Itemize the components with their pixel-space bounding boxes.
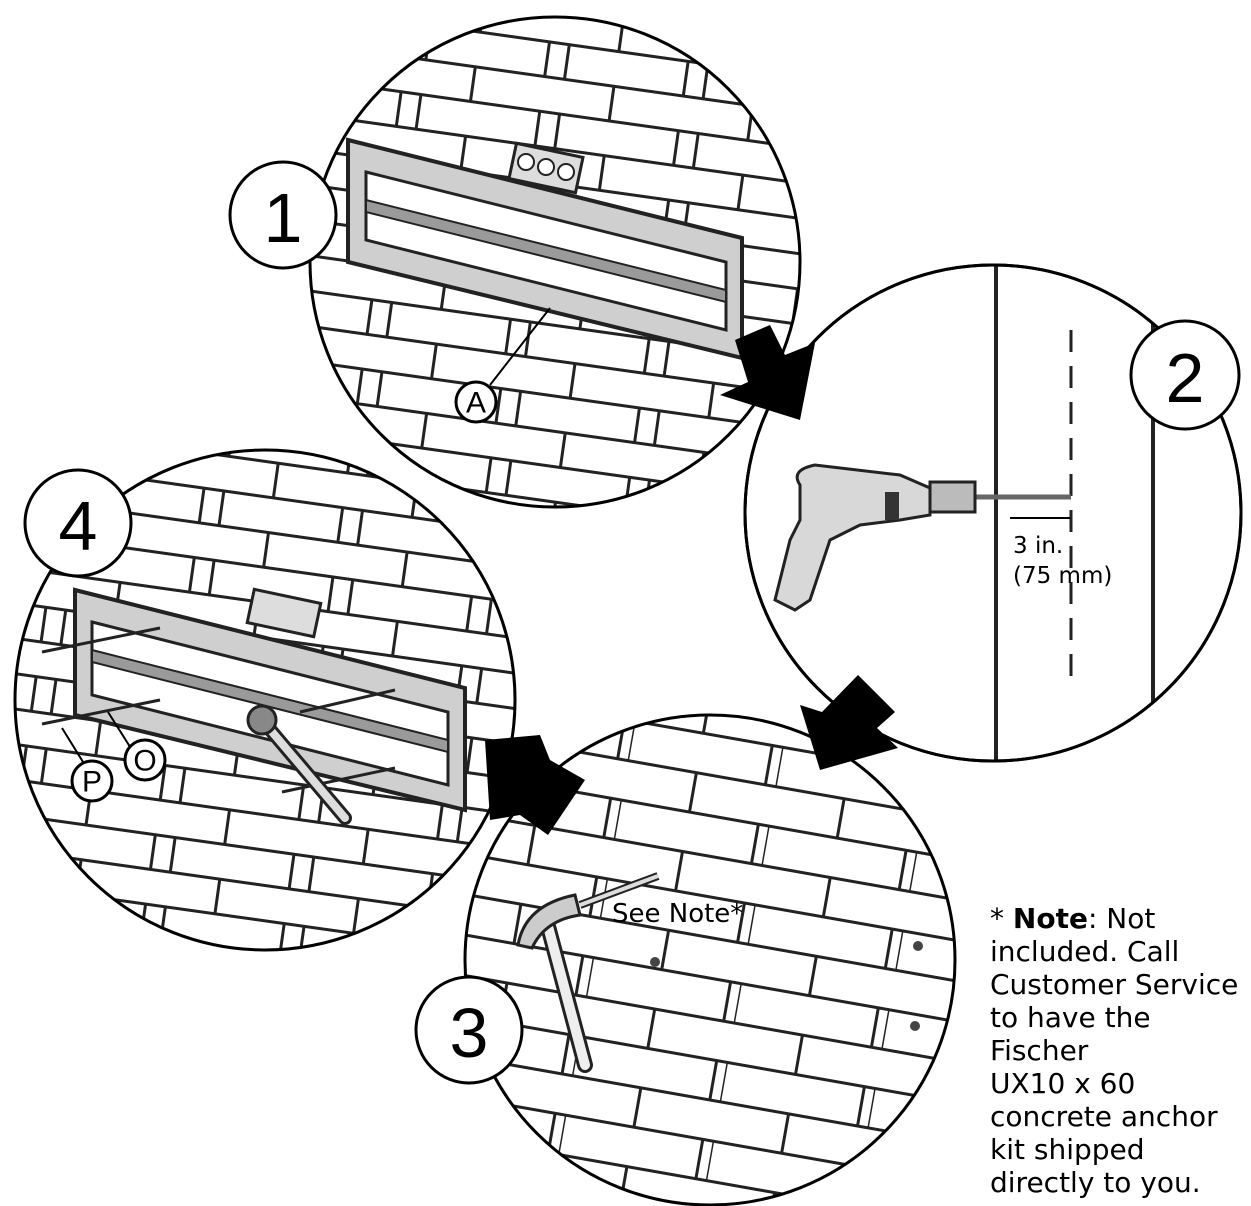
label-o: O [133, 745, 156, 778]
note-line-8: directly to you. [990, 1166, 1201, 1199]
step-1-number: 1 [264, 179, 303, 257]
step-1-panel: 1 A [230, 17, 800, 507]
label-a-badge: A [456, 382, 496, 422]
note-label: Note [1013, 902, 1088, 935]
note-line-6: concrete anchor [990, 1100, 1218, 1133]
step-3-number: 3 [450, 994, 489, 1072]
see-note-callout: See Note* [612, 899, 743, 929]
step-3-number-badge: 3 [416, 977, 522, 1083]
note-line-2: included. Call [990, 935, 1179, 968]
step-4-number: 4 [59, 487, 98, 565]
step-2-number-badge: 2 [1131, 321, 1239, 429]
drill-depth-inches: 3 in. [1013, 533, 1063, 559]
note-line-4: to have the Fischer [990, 1001, 1151, 1067]
step-2-panel: 3 in. (75 mm) 2 [745, 260, 1241, 770]
step-2-number: 2 [1166, 339, 1205, 417]
drill-depth-mm: (75 mm) [1013, 563, 1112, 589]
step-4-number-badge: 4 [25, 470, 131, 576]
step-4-panel: 4 P O [15, 450, 515, 950]
note-line-7: kit shipped [990, 1133, 1145, 1166]
note-line-1: : Not [1088, 902, 1155, 935]
label-a: A [466, 387, 486, 420]
step-1-number-badge: 1 [230, 162, 336, 268]
note-line-5: UX10 x 60 [990, 1067, 1135, 1100]
label-p: P [82, 766, 102, 799]
note-line-3: Customer Service [990, 968, 1238, 1001]
label-o-badge: O [125, 740, 165, 780]
label-p-badge: P [72, 761, 112, 801]
